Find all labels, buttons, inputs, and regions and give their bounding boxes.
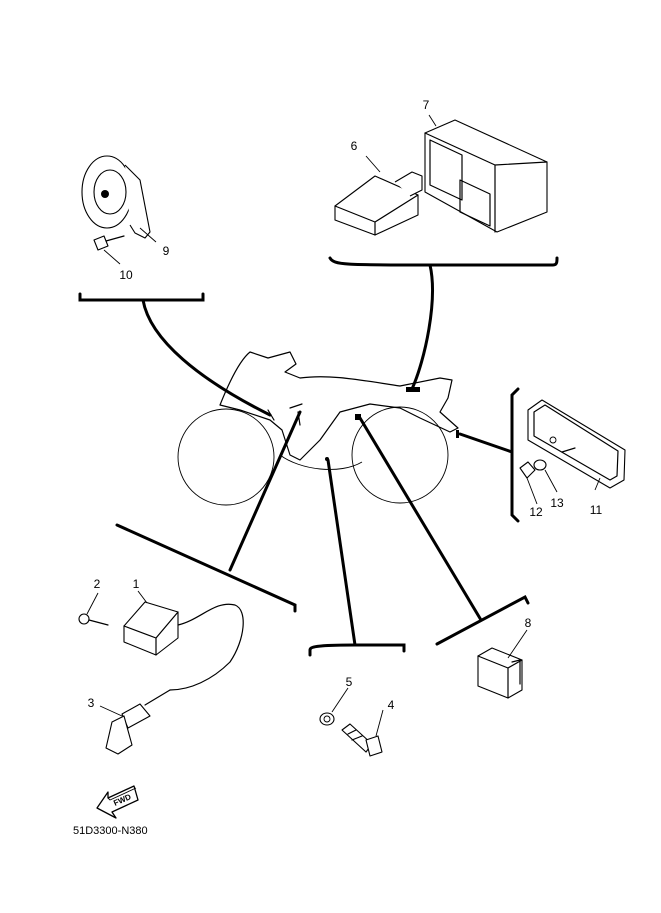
forward-direction-arrow-icon: FWD [96,785,139,819]
callout-6: 6 [351,139,358,153]
callout-9: 9 [163,244,170,258]
spark-plug-cap-part [105,689,171,755]
callout-10: 10 [119,268,133,282]
horn-group-bracket [78,292,272,417]
callout-leaders [86,114,601,737]
reflector-washer-part [533,459,547,471]
callout-labels: 1 2 3 4 5 6 7 8 9 10 11 12 13 [88,98,603,712]
callout-4: 4 [388,698,395,712]
reflector-location-marker [456,430,459,438]
reflector-part [519,399,626,489]
callout-5: 5 [346,675,353,689]
ignition-group-bracket [115,410,302,613]
ignition-coil-part [123,601,244,691]
switch-group-bracket [308,458,406,657]
ecu-group-bracket [328,256,559,391]
switch-gasket-part [319,712,335,726]
reflector-nut-part [519,461,536,479]
callout-11: 11 [590,503,603,517]
diagram-code: 51D3300-N380 [73,825,148,837]
reflector-group-bracket [458,387,520,523]
cdi-unit-part [334,171,423,236]
relay-location-marker [355,414,361,420]
callout-2: 2 [94,577,101,591]
switch-part [341,723,383,757]
horn-part [81,155,151,239]
relay-part [477,647,523,699]
relay-group-bracket [358,416,530,646]
callout-1: 1 [133,577,140,591]
motorcycle-outline [177,351,459,506]
callout-3: 3 [88,696,95,710]
callout-13: 13 [550,496,564,510]
ignition-coil-bolt-part [78,613,109,626]
horn-bolt-part [93,235,125,251]
callout-12: 12 [529,505,543,519]
callout-8: 8 [525,616,532,630]
electrical-box-part [424,119,548,233]
callout-7: 7 [423,98,430,112]
